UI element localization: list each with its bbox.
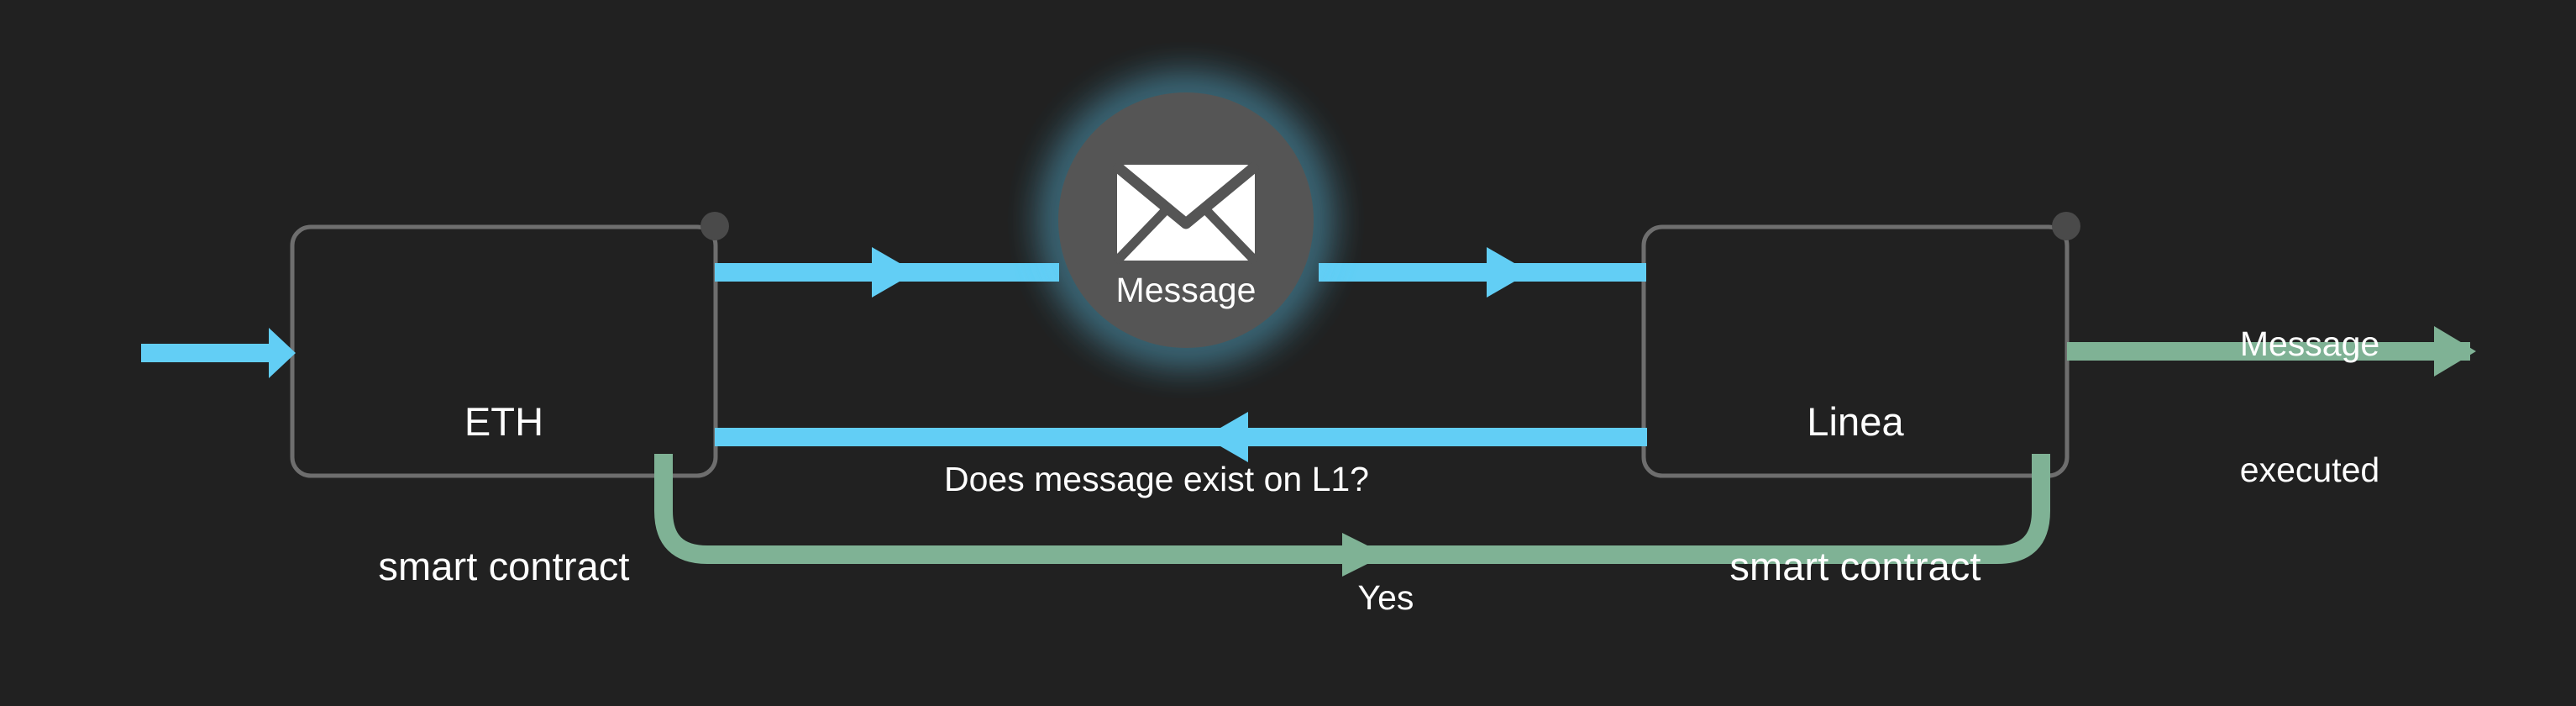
eth-to-message-arrow-shape[interactable]: [715, 247, 1059, 298]
message-executed-label-line2: executed: [2239, 450, 2380, 490]
message-executed-label-line1: Message: [2239, 324, 2380, 364]
envelope-icon: [1113, 162, 1259, 264]
yes-arrow-shape[interactable]: [654, 454, 2050, 577]
linea-smart-contract-box[interactable]: [1641, 212, 2080, 478]
message-exists-query-arrow-shape[interactable]: [715, 412, 1647, 462]
entry-arrow-shape[interactable]: [141, 328, 296, 378]
linea-contract-label-line2: smart contract: [1729, 543, 1981, 588]
eth-contract-label-line1: ETH: [464, 398, 544, 444]
message-executed-arrow-shape[interactable]: [2067, 326, 2476, 377]
message-circle-group[interactable]: [1055, 89, 1317, 351]
eth-contract-label-line2: smart contract: [378, 543, 630, 588]
linea-contract-label: Linea smart contract: [1644, 301, 2067, 687]
message-exists-query-label: Does message exist on L1?: [944, 460, 1369, 498]
message-executed-label: Message executed: [2133, 239, 2486, 575]
yes-label: Yes: [1357, 578, 1414, 617]
message-to-linea-arrow-shape[interactable]: [1319, 247, 1646, 298]
message-node-label: Message: [1115, 271, 1257, 309]
eth-contract-label: ETH smart contract: [292, 301, 716, 687]
linea-contract-label-line1: Linea: [1807, 398, 1904, 444]
